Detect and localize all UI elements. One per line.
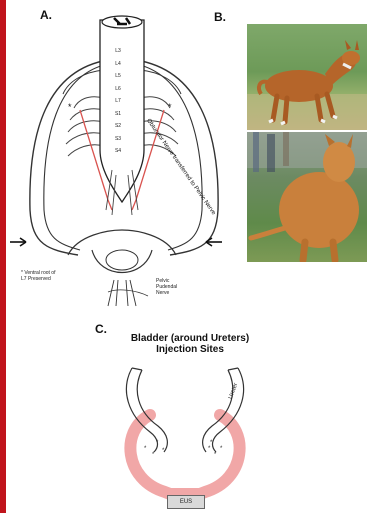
- level-l7: L7: [113, 95, 123, 108]
- level-l6: L6: [113, 83, 123, 96]
- dog-body-bottom: [279, 172, 359, 248]
- svg-text:*: *: [68, 102, 72, 112]
- dog-photo-bottom: [247, 132, 367, 262]
- level-l5: L5: [113, 70, 123, 83]
- level-l4: L4: [113, 58, 123, 71]
- level-s3: S3: [113, 133, 123, 146]
- svg-text:*: *: [152, 452, 155, 458]
- pelvic-bladder: [92, 250, 152, 273]
- svg-text:*: *: [208, 446, 211, 452]
- footnote-line2: L7 Preserved: [21, 276, 55, 282]
- svg-text:*: *: [214, 452, 217, 458]
- panel-c-title-line2: Injection Sites: [100, 344, 280, 355]
- panel-c-title-line1: Bladder (around Ureters): [100, 333, 280, 344]
- svg-text:*: *: [220, 446, 223, 452]
- dog-head-top: [342, 51, 360, 65]
- bladder-outline: [130, 415, 239, 494]
- level-l3: L3: [113, 45, 123, 58]
- eus-label: EUS: [167, 495, 205, 509]
- panel-c-title: Bladder (around Ureters) Injection Sites: [100, 333, 280, 355]
- accent-bar: [0, 0, 6, 513]
- svg-text:*: *: [168, 102, 172, 112]
- svg-text:*: *: [156, 440, 159, 446]
- bladder-diagram: **** ****: [110, 360, 260, 510]
- level-s2: S2: [113, 120, 123, 133]
- pudendal-nerve-label: Pelvic Pudendal Nerve: [156, 278, 177, 296]
- dog-head-bottom: [323, 142, 355, 182]
- spine-level-labels: L3 L4 L5 L6 L7 S1 S2 S3 S4: [113, 45, 123, 158]
- level-s4: S4: [113, 145, 123, 158]
- level-s1: S1: [113, 108, 123, 121]
- dog-photo-top: [247, 24, 367, 130]
- spinal-nerve-diagram: * *: [8, 10, 244, 310]
- svg-text:*: *: [144, 446, 147, 452]
- panel-a-footnote: * Ventral root of L7 Preserved: [21, 270, 55, 282]
